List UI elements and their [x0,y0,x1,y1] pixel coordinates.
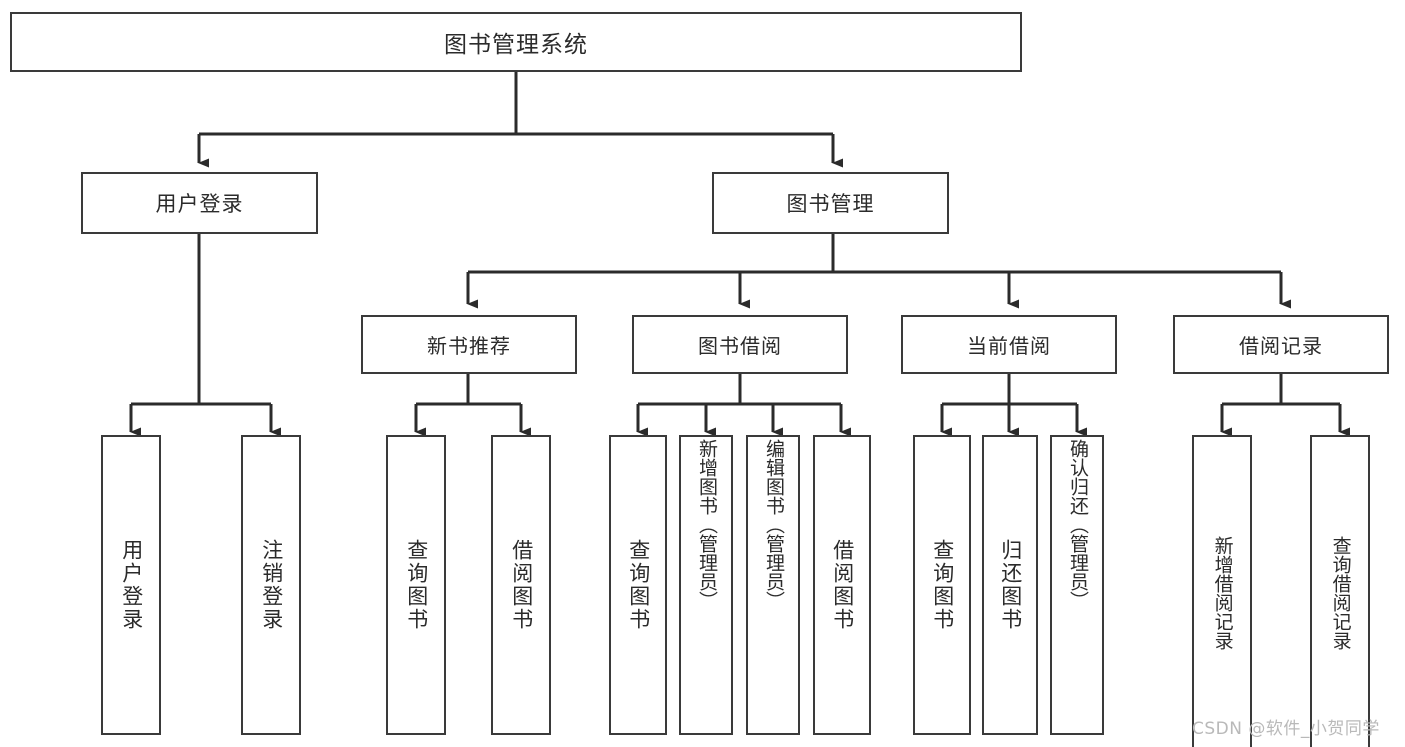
leaf-borrow-book[interactable]: 借阅图书 [813,435,871,735]
node-label: 用户登录 [155,192,244,216]
node-label: 图书管理 [786,192,875,216]
node-user-login[interactable]: 用户登录 [81,172,318,234]
node-label: 新书推荐 [427,334,511,358]
leaf-confirm-return-admin[interactable]: 确认归还（管理员） [1050,435,1104,735]
leaf-query-book-current[interactable]: 查询图书 [913,435,971,735]
node-label: 图书管理系统 [444,32,588,58]
node-label: 当前借阅 [967,334,1051,358]
leaf-label: 编辑图书（管理员） [762,439,785,610]
node-label: 图书借阅 [698,334,782,358]
leaf-label: 归还图书 [998,539,1023,631]
node-borrow-record[interactable]: 借阅记录 [1173,315,1389,374]
leaf-add-borrow-record[interactable]: 新增借阅记录 [1192,435,1252,747]
leaf-edit-book-admin[interactable]: 编辑图书（管理员） [746,435,800,735]
leaf-query-borrow-record[interactable]: 查询借阅记录 [1310,435,1370,747]
leaf-label: 新增借阅记录 [1211,536,1234,650]
node-book-borrow[interactable]: 图书借阅 [632,315,848,374]
leaf-return-book[interactable]: 归还图书 [982,435,1038,735]
leaf-borrow-book-recommend[interactable]: 借阅图书 [491,435,551,735]
leaf-label: 借阅图书 [830,539,855,631]
leaf-label: 借阅图书 [509,539,534,631]
leaf-label: 查询借阅记录 [1329,536,1352,650]
leaf-query-book-recommend[interactable]: 查询图书 [386,435,446,735]
leaf-label: 确认归还（管理员） [1066,439,1089,610]
leaf-label: 注销登录 [259,539,284,631]
leaf-user-login[interactable]: 用户登录 [101,435,161,735]
leaf-label: 查询图书 [626,539,651,631]
leaf-add-book-admin[interactable]: 新增图书（管理员） [679,435,733,735]
leaf-label: 查询图书 [930,539,955,631]
leaf-logout-login[interactable]: 注销登录 [241,435,301,735]
node-book-management[interactable]: 图书管理 [712,172,949,234]
leaf-label: 用户登录 [119,539,144,631]
leaf-label: 新增图书（管理员） [695,439,718,610]
leaf-label: 查询图书 [404,539,429,631]
leaf-query-book-borrow[interactable]: 查询图书 [609,435,667,735]
node-root-system[interactable]: 图书管理系统 [10,12,1022,72]
csdn-watermark: CSDN @软件_小贺同学 [1192,719,1380,739]
node-label: 借阅记录 [1239,334,1323,358]
node-new-book-recommend[interactable]: 新书推荐 [361,315,577,374]
node-current-borrow[interactable]: 当前借阅 [901,315,1117,374]
